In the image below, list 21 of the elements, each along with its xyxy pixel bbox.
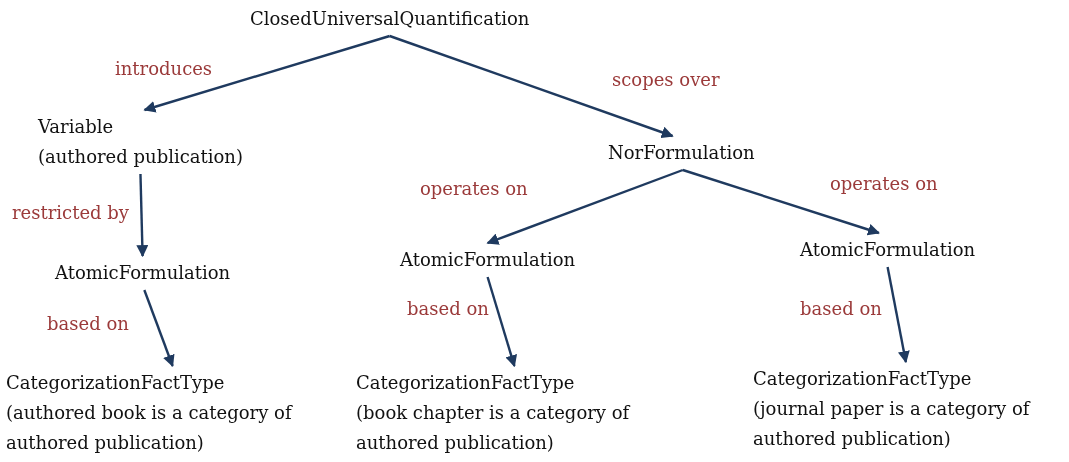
arrow (389, 34, 674, 139)
node-description: (authored book is a category of authored publication) (6, 401, 294, 455)
node-description: (journal paper is a category of authored publication) (753, 397, 1032, 451)
node-title: NorFormulation (608, 141, 755, 165)
node-description: (book chapter is a category of authored publication) (356, 401, 632, 455)
node-title: CategorizationFactType (356, 371, 576, 395)
arrow (136, 173, 149, 258)
node-description: (authored publication) (38, 145, 243, 169)
arrow (143, 34, 391, 113)
node-title: AtomicFormulation (800, 238, 976, 262)
node-title: AtomicFormulation (400, 248, 576, 272)
arrow (486, 276, 518, 368)
node-title: Variable (38, 115, 115, 139)
arrow (682, 168, 880, 236)
node-title: ClosedUniversalQuantification (250, 7, 530, 31)
arrow (143, 289, 175, 368)
node-title: CategorizationFactType (6, 371, 226, 395)
node-title: AtomicFormulation (55, 261, 231, 285)
node-title: CategorizationFactType (753, 367, 973, 391)
arrow (486, 168, 684, 245)
arrow (886, 266, 910, 364)
